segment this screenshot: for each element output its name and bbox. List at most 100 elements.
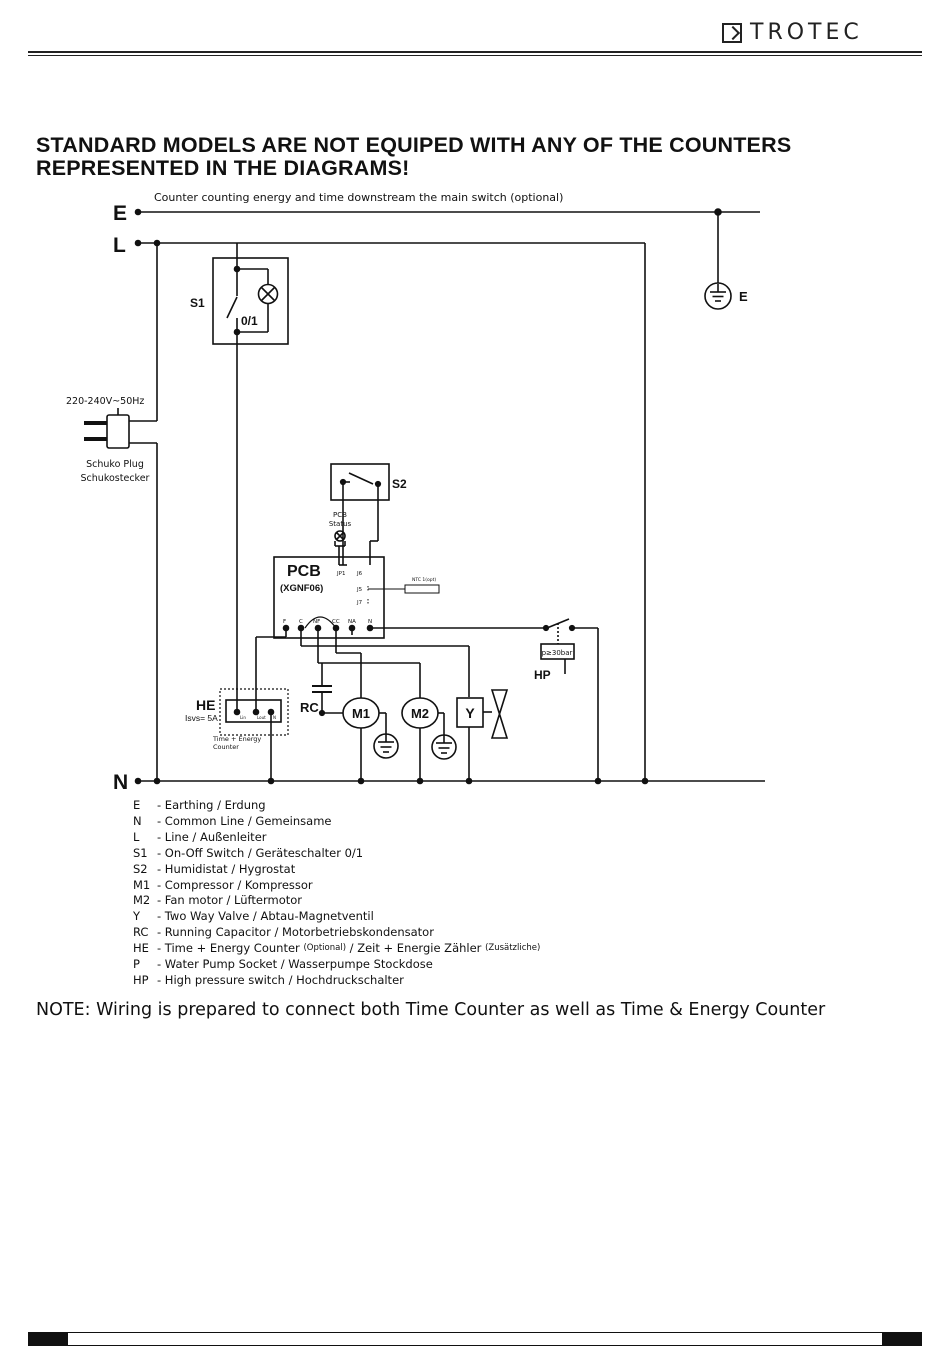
legend-row-y: Y - Two Way Valve / Abtau-Magnetventil bbox=[133, 909, 540, 925]
m1-label: M1 bbox=[352, 706, 370, 721]
hp-setting-label: p≥30bar bbox=[542, 649, 573, 657]
footer-right-block bbox=[882, 1332, 922, 1346]
s1-switch-blade bbox=[226, 296, 238, 319]
legend-row-l: L - Line / Außenleiter bbox=[133, 830, 540, 846]
pcb-jumper-j7: J7 bbox=[356, 600, 363, 606]
pcb-terminal-nf-label: NF bbox=[313, 619, 320, 625]
m2-label: M2 bbox=[411, 706, 429, 721]
legend-code: P bbox=[133, 957, 140, 972]
earth-rail-terminal bbox=[134, 208, 142, 216]
s1-switch-box bbox=[212, 257, 289, 345]
legend-text: - Humidistat / Hygrostat bbox=[157, 861, 296, 876]
wiring-note: NOTE: Wiring is prepared to connect both… bbox=[36, 1000, 826, 1020]
legend-code: RC bbox=[133, 925, 149, 940]
legend-text: - Line / Außenleiter bbox=[157, 829, 267, 844]
pcb-status-label-2: Status bbox=[329, 520, 352, 528]
legend-row-hp: HP- High pressure switch / Hochdruckscha… bbox=[133, 973, 540, 989]
legend-text: - Fan motor / Lüftermotor bbox=[157, 893, 303, 908]
he-current-label: Isvs= 5A bbox=[185, 713, 218, 723]
legend-row-he: HE - Time + Energy Counter (Optional) / Z… bbox=[133, 941, 540, 957]
legend-code: HE bbox=[133, 941, 149, 956]
s2-humidistat-box bbox=[330, 463, 390, 501]
trotec-logo: TROTEC bbox=[722, 20, 863, 45]
legend-code: L bbox=[133, 829, 140, 844]
pcb-terminal-na-label: NA bbox=[348, 619, 356, 625]
legend-code: N bbox=[133, 813, 142, 828]
hp-setting-box bbox=[540, 643, 575, 660]
pcb-relay-link bbox=[304, 616, 337, 629]
pcb-title: PCB bbox=[287, 563, 321, 580]
headline-line-2: REPRESENTED IN THE DIAGRAMS! bbox=[36, 156, 410, 180]
legend-code: M1 bbox=[133, 877, 151, 892]
hp-label: HP bbox=[534, 668, 551, 682]
s2-label: S2 bbox=[392, 477, 407, 491]
rc-label: RC bbox=[300, 700, 319, 715]
pcb-jumper-j6: J6 bbox=[356, 571, 363, 577]
footer-bar bbox=[28, 1332, 922, 1346]
logo-chevron-icon bbox=[722, 22, 742, 43]
legend-code: S1 bbox=[133, 845, 148, 860]
m2-ground-icon bbox=[431, 734, 457, 760]
footer-left-block bbox=[28, 1332, 68, 1346]
header-divider bbox=[28, 51, 922, 53]
he-terminal-lout: Lout bbox=[257, 715, 266, 720]
he-terminal-lin: Lin bbox=[240, 715, 246, 720]
pcb-status-lamp-icon bbox=[334, 530, 346, 542]
legend-row-m1: M1 - Compressor / Kompressor bbox=[133, 878, 540, 894]
neutral-rail-junctions bbox=[153, 777, 649, 785]
legend-code: E bbox=[133, 798, 141, 812]
legend-code: Y bbox=[133, 909, 141, 924]
pcb-terminal-dots bbox=[282, 624, 374, 632]
legend-code: S2 bbox=[133, 861, 148, 876]
legend-row-e: E - Earthing / Erdung bbox=[133, 798, 540, 814]
warning-headline: STANDARD MODELS ARE NOT EQUIPED WITH ANY… bbox=[36, 134, 926, 180]
pcb-terminal-cc-label: CC bbox=[332, 619, 340, 625]
legend-text: - Two Way Valve / Abtau-Magnetventil bbox=[157, 909, 374, 924]
plug-label-de: Schukostecker bbox=[81, 473, 150, 484]
legend-row-s2: S2 - Humidistat / Hygrostat bbox=[133, 862, 540, 878]
legend-text: - Compressor / Kompressor bbox=[157, 877, 313, 892]
pcb-terminal-c-label: C bbox=[299, 619, 303, 625]
legend-row-s1: S1 - On-Off Switch / Geräteschalter 0/1 bbox=[133, 846, 540, 862]
ntc-sensor-icon bbox=[404, 584, 440, 594]
headline-line-1: STANDARD MODELS ARE NOT EQUIPED WITH ANY… bbox=[36, 133, 792, 157]
pcb-terminal-f-label: F bbox=[283, 619, 286, 625]
pcb-terminal-n-label: N bbox=[368, 619, 372, 625]
header-divider-thin bbox=[28, 55, 922, 56]
s1-switch-label: 0/1 bbox=[241, 314, 258, 328]
plug-label-en: Schuko Plug bbox=[86, 459, 144, 470]
two-way-valve-icon bbox=[490, 689, 509, 739]
legend-text: - Time + Energy Counter bbox=[157, 941, 304, 956]
diagram-caption: Counter counting energy and time downstr… bbox=[154, 191, 563, 204]
brand-name: TROTEC bbox=[750, 20, 863, 45]
line-rail-terminal bbox=[134, 239, 142, 247]
ntc-sensor-label: NTC 1(opt) bbox=[412, 577, 436, 583]
legend-code: M2 bbox=[133, 893, 151, 908]
legend-text-de: / Zeit + Energie Zähler bbox=[346, 941, 486, 956]
legend-text: - On-Off Switch / Geräteschalter 0/1 bbox=[157, 845, 364, 860]
legend-text: - Earthing / Erdung bbox=[157, 798, 266, 812]
legend-row-rc: RC - Running Capacitor / Motorbetriebskon… bbox=[133, 925, 540, 941]
legend-row-m2: M2 - Fan motor / Lüftermotor bbox=[133, 893, 540, 909]
legend-note-additional: (Zusätzliche) bbox=[485, 943, 541, 954]
legend-text: - Running Capacitor / Motorbetriebskonde… bbox=[157, 925, 434, 940]
he-caption-1: Time + Energy bbox=[212, 735, 261, 743]
earth-ground-icon bbox=[704, 282, 732, 310]
rail-label-l: L bbox=[113, 234, 126, 257]
legend-text: - Common Line / Gemeinsame bbox=[157, 813, 332, 828]
legend-note-optional: (Optional) bbox=[303, 943, 347, 954]
pcb-status-label-1: PCB bbox=[333, 511, 347, 519]
rail-label-n: N bbox=[113, 771, 128, 794]
supply-voltage-label: 220-240V~50Hz bbox=[66, 396, 144, 407]
rail-label-e: E bbox=[113, 202, 127, 225]
s1-label: S1 bbox=[190, 296, 205, 310]
y-label: Y bbox=[465, 705, 475, 721]
legend-text: - Water Pump Socket / Wasserpumpe Stockd… bbox=[157, 957, 433, 972]
he-counter-optional-outline bbox=[219, 688, 289, 736]
m1-ground-icon bbox=[373, 733, 399, 759]
pcb-jumper-jp1: JP1 bbox=[336, 571, 345, 577]
he-caption-2: Counter bbox=[213, 743, 239, 751]
pcb-model: (XGNF06) bbox=[280, 583, 323, 594]
pcb-board bbox=[273, 556, 385, 639]
